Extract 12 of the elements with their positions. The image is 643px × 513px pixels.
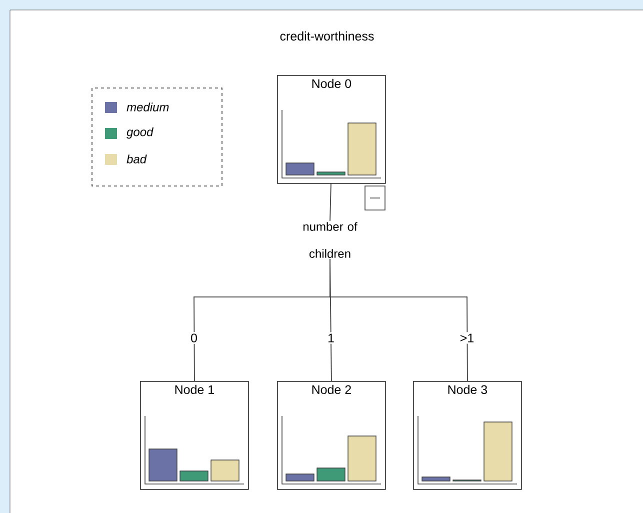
tree-node-box: Node 3 [413, 380, 522, 490]
diagram-title: credit-worthiness [280, 31, 374, 41]
tree-node-box: Node 0 [277, 75, 386, 184]
tree-node-box: Node 1 [140, 380, 249, 490]
split-variable-label: number of children [303, 222, 358, 258]
edge-label: 1 [326, 332, 336, 344]
edge-label: >1 [458, 332, 476, 344]
legend-label: medium [126, 102, 169, 112]
tree-node-box: Node 2 [277, 380, 386, 490]
edge-label: 0 [189, 332, 199, 344]
legend-label: good [126, 127, 154, 139]
legend-label: bad [126, 154, 147, 164]
